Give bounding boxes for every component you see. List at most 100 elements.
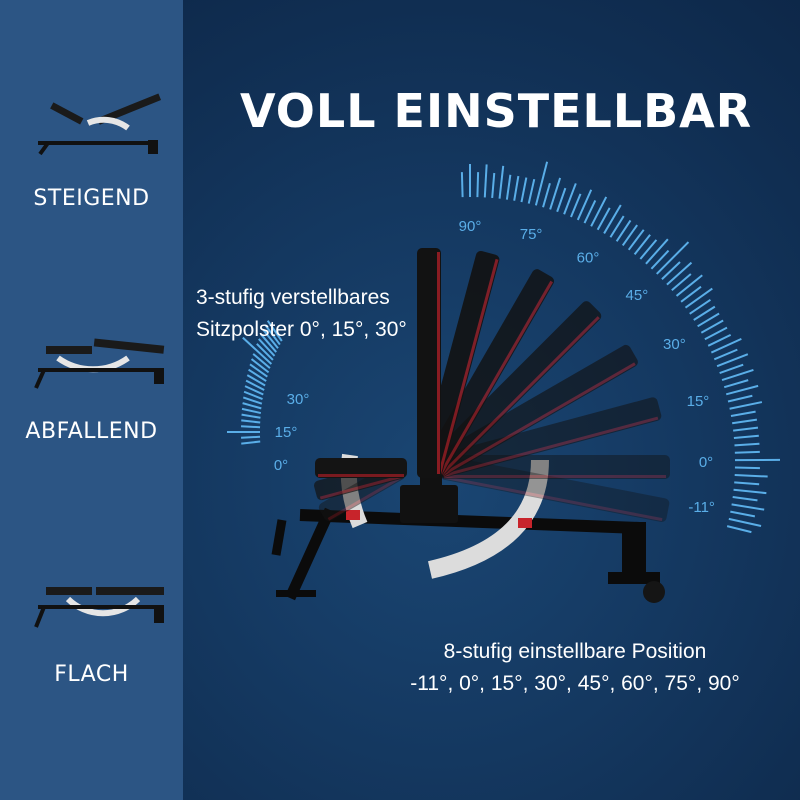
seat-angle-labels: 30° 15° 0°	[274, 391, 310, 474]
backrest-scale-tick	[563, 183, 577, 215]
backrest-caption-line1: 8-stufig einstellbare Position	[443, 640, 707, 663]
backrest-scale-tick	[727, 394, 753, 403]
seat-scale-tick	[241, 407, 262, 415]
incline-bench-icon	[38, 93, 162, 156]
backrest-scale-tick	[707, 333, 732, 347]
backrest-scale-tick	[732, 418, 758, 425]
backrest-angle-label: 15°	[687, 393, 710, 410]
backrest-lock-pin	[518, 518, 532, 528]
decline-bench-icon	[34, 338, 165, 389]
seat-pad	[315, 458, 407, 478]
backrest-scale-tick	[721, 368, 754, 382]
backrest-pad	[435, 397, 662, 478]
seat-scale-tick	[241, 413, 261, 419]
backrest-scale-tick	[661, 261, 681, 280]
backrest-pad	[417, 248, 441, 478]
position-sidebar: STEIGEND ABFALLEND FLACH	[0, 0, 183, 800]
backrest-scale-tick	[666, 261, 693, 286]
backrest-scale-tick	[716, 353, 749, 368]
backrest-scale-tick	[726, 525, 752, 534]
seat-scale-tick	[241, 419, 261, 424]
backrest-angle-scale	[460, 161, 780, 534]
backrest-adjustment-ladder	[427, 459, 549, 579]
seat-angle-scale	[227, 320, 283, 445]
backrest-scale-tick	[549, 177, 562, 210]
seat-scale-tick	[241, 425, 261, 429]
backrest-scale-tick	[689, 299, 711, 315]
backrest-scale-tick	[734, 473, 768, 478]
seat-scale-tick	[242, 336, 273, 365]
seat-caption-line1: 3-stufig verstellbares	[196, 286, 390, 309]
backrest-scale-tick	[733, 488, 767, 495]
seat-scale-tick	[241, 435, 261, 439]
seat-angle-label: 30°	[287, 391, 310, 408]
backrest-scale-tick	[713, 348, 738, 361]
seat-scale-tick	[249, 363, 268, 378]
seat-scale-tick	[266, 320, 283, 342]
backrest-caption: 8-stufig einstellbare Position -11°, 0°,…	[385, 636, 765, 700]
seat-scale-tick	[260, 333, 277, 353]
backrest-scale-tick	[483, 164, 488, 198]
backrest-scale-tick	[520, 177, 528, 203]
sidebar-item-steigend: STEIGEND	[33, 186, 150, 211]
backrest-scale-tick	[719, 363, 744, 375]
backrest-scale-tick	[733, 426, 759, 432]
backrest-scale-tick	[609, 215, 625, 238]
backrest-caption-line2: -11°, 0°, 15°, 30°, 45°, 60°, 75°, 90°	[410, 672, 740, 695]
backrest-scale-tick	[731, 503, 765, 511]
backrest-scale-tick	[700, 319, 724, 334]
backrest-scale-tick	[498, 165, 505, 199]
backrest-scale-tick	[596, 207, 611, 231]
seat-caption-line2: Sitzpolster 0°, 15°, 30°	[196, 318, 407, 341]
backrest-scale-tick	[476, 172, 480, 198]
backrest-pad-positions	[417, 248, 670, 523]
seat-angle-label: 0°	[274, 457, 288, 474]
backrest-scale-tick	[650, 249, 670, 270]
backrest-angle-label: -11°	[688, 499, 715, 516]
flat-bench-icon	[34, 587, 164, 628]
backrest-angle-label: 30°	[663, 336, 686, 353]
seat-scale-tick	[252, 353, 271, 369]
backrest-angle-label: 90°	[459, 218, 482, 235]
backrest-scale-tick	[704, 326, 728, 341]
seat-scale-tick	[248, 368, 267, 382]
backrest-scale-tick	[734, 466, 760, 470]
seat-angle-label: 15°	[275, 424, 298, 441]
backrest-angle-label: 75°	[520, 226, 543, 243]
backrest-angle-label: 0°	[699, 454, 713, 471]
backrest-scale-tick	[684, 287, 713, 309]
backrest-scale-tick	[542, 182, 551, 208]
sidebar-item-abfallend: ABFALLEND	[25, 419, 158, 444]
backrest-scale-tick	[697, 312, 720, 328]
seat-pad-positions	[314, 458, 407, 522]
backrest-scale-tick	[633, 234, 651, 255]
backrest-scale-tick	[730, 410, 756, 417]
backrest-scale-tick	[570, 193, 582, 218]
backrest-scale-tick	[627, 229, 645, 251]
page-title: VOLL EINSTELLBAR	[240, 84, 753, 138]
backrest-scale-tick	[527, 178, 536, 204]
seat-scale-tick	[242, 396, 263, 405]
backrest-pad	[440, 456, 670, 523]
backrest-scale-tick	[734, 450, 760, 454]
backrest-scale-tick	[505, 174, 512, 200]
backrest-scale-tick	[734, 442, 760, 447]
backrest-scale-tick	[729, 401, 763, 410]
backrest-scale-tick	[730, 510, 756, 518]
seat-scale-tick	[243, 390, 263, 401]
backrest-angle-label: 45°	[626, 287, 649, 304]
backrest-scale-tick	[723, 379, 749, 389]
backrest-scale-tick	[693, 305, 716, 321]
seat-scale-tick	[258, 338, 276, 357]
seat-scale-tick	[246, 374, 266, 387]
backrest-scale-tick	[556, 187, 567, 213]
backrest-scale-tick	[576, 189, 593, 221]
seat-caption: 3-stufig verstellbares Sitzpolster 0°, 1…	[196, 282, 407, 346]
backrest-scale-tick	[583, 200, 597, 224]
seat-scale-tick	[244, 385, 264, 396]
backrest-scale-tick	[725, 384, 759, 396]
backrest-scale-tick	[675, 274, 703, 297]
seat-scale-tick	[242, 402, 262, 410]
